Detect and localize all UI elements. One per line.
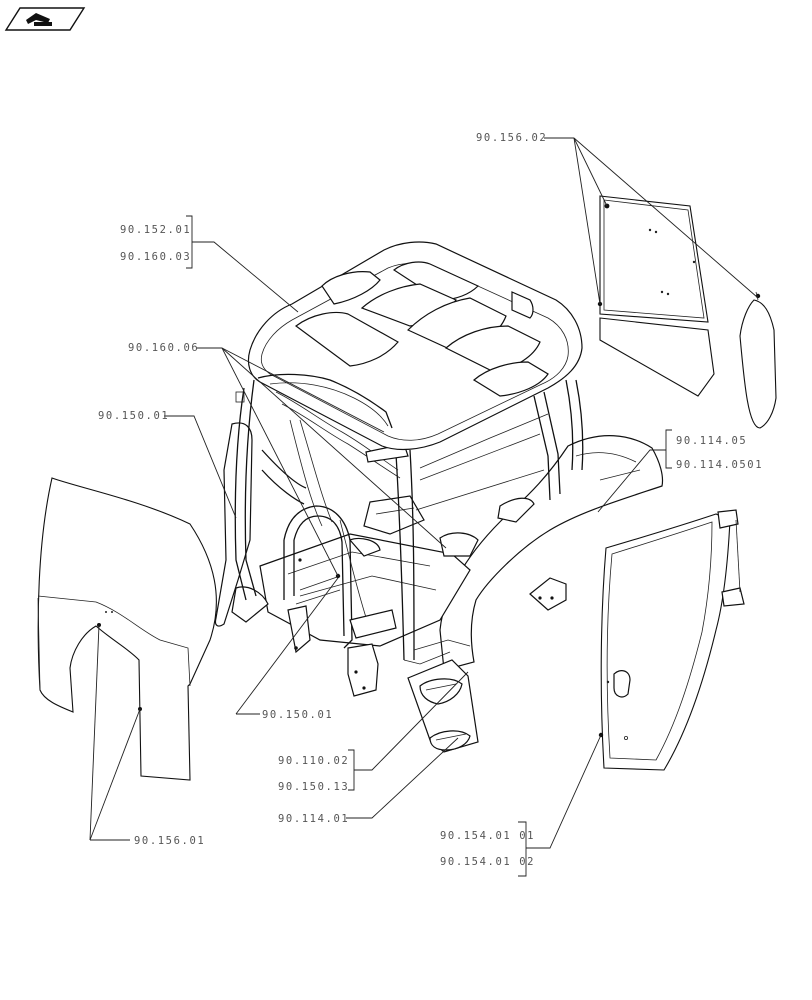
label-wire-harness: 90.160.06 xyxy=(128,342,199,354)
label-step-lower: 90.114.01 xyxy=(278,813,349,825)
label-door-a: 90.154.01 01 xyxy=(440,830,535,842)
label-step-b: 90.150.13 xyxy=(278,781,349,793)
label-roof-a: 90.152.01 xyxy=(120,224,191,236)
label-fender-a: 90.114.05 xyxy=(676,435,747,447)
label-roof-b: 90.160.03 xyxy=(120,251,191,263)
leader-lines xyxy=(89,137,758,877)
rear-right-glass xyxy=(597,195,777,429)
label-frame-center: 90.150.01 xyxy=(262,709,333,721)
callout-labels: 90.156.02 90.152.01 90.160.03 90.160.06 … xyxy=(98,132,763,868)
cab-assembly xyxy=(214,241,664,753)
windscreen-glass xyxy=(37,477,217,781)
label-windscreen: 90.156.01 xyxy=(134,835,205,847)
label-door-b: 90.154.01 02 xyxy=(440,856,535,868)
label-glass-rear-right: 90.156.02 xyxy=(476,132,547,144)
cab-door xyxy=(598,509,745,771)
label-step-a: 90.110.02 xyxy=(278,755,349,767)
folder-hand-icon[interactable] xyxy=(4,7,86,31)
label-fender-b: 90.114.0501 xyxy=(676,459,763,471)
label-frame-left: 90.150.01 xyxy=(98,410,169,422)
